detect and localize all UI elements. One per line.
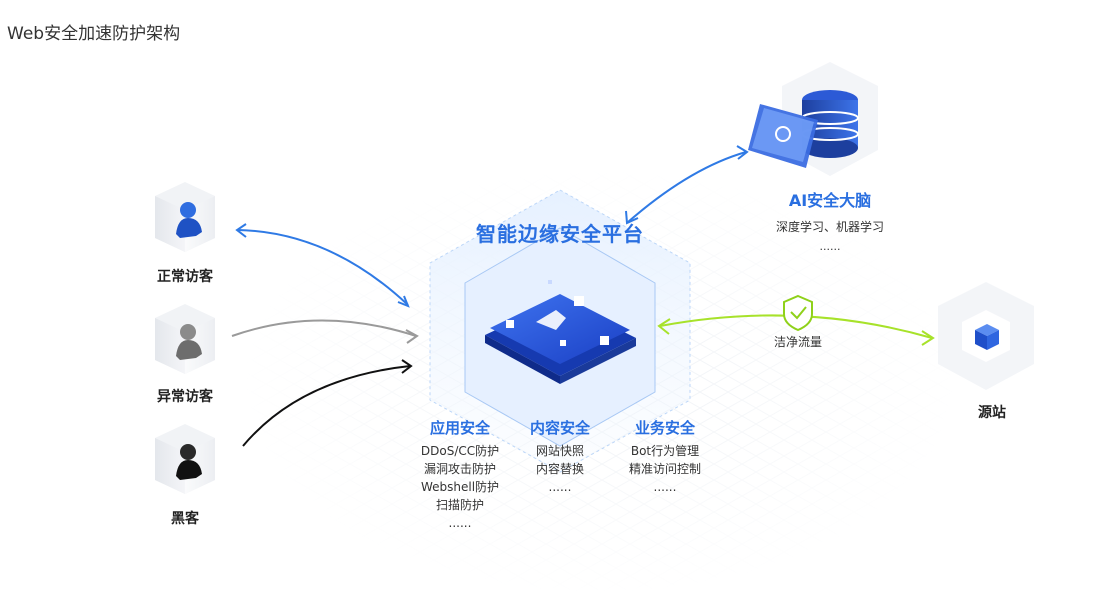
clean-traffic-label: 洁净流量 bbox=[773, 335, 822, 349]
category-title: 应用安全 bbox=[429, 419, 490, 437]
shield-check-icon bbox=[783, 294, 813, 332]
ai-arrow bbox=[625, 145, 749, 225]
category-item: 网站快照 bbox=[535, 444, 584, 458]
category-item: ...... bbox=[653, 480, 677, 494]
abnormal-visitor-label: 异常访客 bbox=[157, 389, 213, 405]
abnormal-visitor-icon bbox=[155, 304, 215, 374]
category-content-security: 内容安全 网站快照 内容替换 ...... bbox=[510, 416, 610, 496]
abnormal-visitor-arrow bbox=[231, 319, 419, 344]
normal-visitor-icon bbox=[155, 182, 215, 252]
category-item: 精准访问控制 bbox=[628, 462, 701, 476]
category-item: Webshell防护 bbox=[420, 480, 500, 494]
ai-brain-icon bbox=[748, 62, 878, 176]
category-item: 内容替换 bbox=[535, 462, 584, 476]
hacker-label: 黑客 bbox=[171, 511, 199, 527]
category-item: ...... bbox=[548, 480, 572, 494]
hacker-arrow bbox=[242, 359, 413, 447]
normal-visitor-arrow bbox=[235, 223, 410, 308]
platform-title: 智能边缘安全平台 bbox=[476, 222, 644, 246]
ai-brain-subtitle: 深度学习、机器学习 bbox=[775, 220, 884, 234]
origin-server-icon bbox=[938, 282, 1034, 390]
category-title: 业务安全 bbox=[634, 419, 695, 437]
category-item: Bot行为管理 bbox=[630, 444, 700, 458]
hacker-icon bbox=[155, 424, 215, 494]
category-item: 扫描防护 bbox=[435, 498, 484, 512]
security-platform-chip-icon bbox=[485, 280, 636, 384]
category-item: DDoS/CC防护 bbox=[420, 444, 500, 458]
ai-brain-more: ...... bbox=[819, 240, 841, 253]
ai-brain-title: AI安全大脑 bbox=[788, 191, 872, 210]
category-item: ...... bbox=[448, 516, 472, 530]
page-title: Web安全加速防护架构 bbox=[7, 24, 181, 44]
category-app-security: 应用安全 DDoS/CC防护 漏洞攻击防护 Webshell防护 扫描防护 ..… bbox=[400, 416, 520, 532]
normal-visitor-label: 正常访客 bbox=[157, 269, 213, 285]
category-business-security: 业务安全 Bot行为管理 精准访问控制 ...... bbox=[610, 416, 720, 496]
category-item: 漏洞攻击防护 bbox=[423, 462, 496, 476]
origin-label: 源站 bbox=[978, 405, 1006, 421]
category-title: 内容安全 bbox=[529, 419, 590, 437]
